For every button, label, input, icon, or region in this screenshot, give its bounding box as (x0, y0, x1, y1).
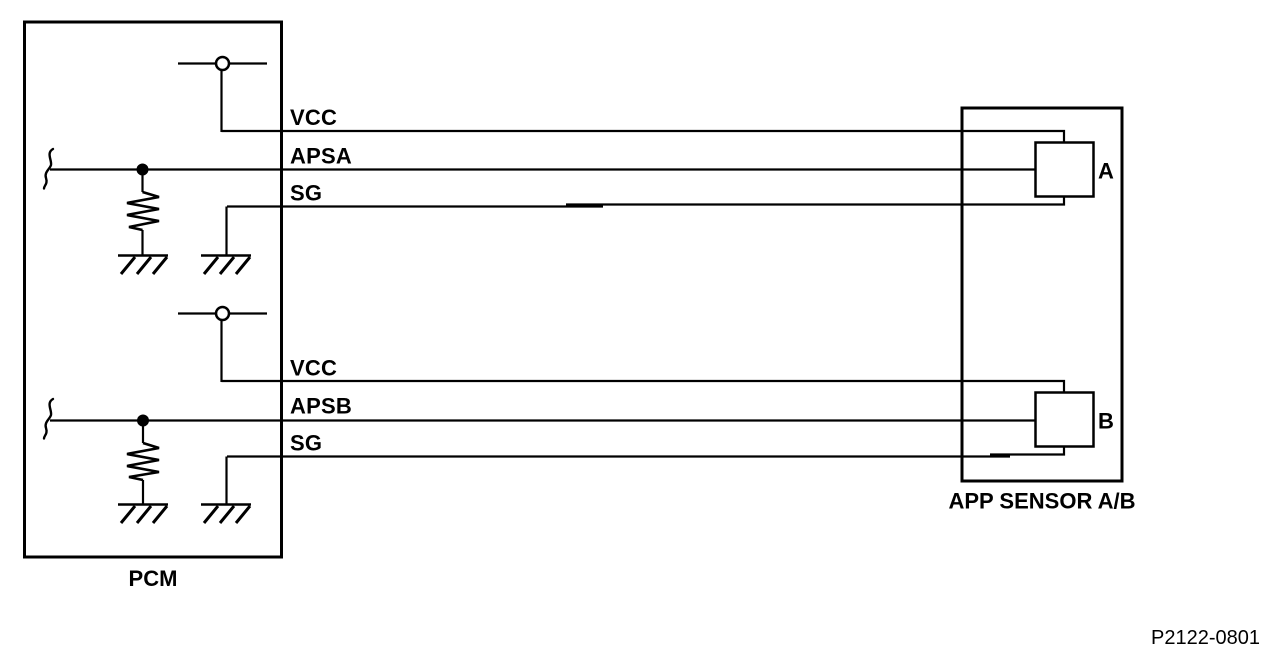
junction-dot-b (137, 414, 149, 427)
wire-vcc-a (221, 129, 1066, 143)
app-sensor-box (960, 106, 1124, 483)
connector-a-label: A (1098, 159, 1114, 184)
ground-a1-hatch (119, 256, 169, 275)
ground-b2-icon (201, 503, 252, 524)
circuit-section-a: VCC APSA SG A (42, 55, 1114, 275)
junction-dot-a (136, 163, 149, 176)
ground-b2-hatch (202, 505, 252, 524)
wire-label-vcc-a: VCC (290, 105, 337, 130)
wire-label-vcc-b: VCC (290, 356, 337, 381)
wire-vcc-b (221, 379, 1066, 393)
ground-b1-icon (118, 503, 169, 524)
circuit-section-b: VCC APSB SG B (42, 305, 1114, 524)
connector-b-box (1034, 391, 1095, 448)
wire-label-sg-a: SG (290, 181, 322, 206)
wire-sg-a-right (566, 196, 1066, 206)
connector-b-label: B (1098, 409, 1114, 434)
ground-a2-icon (201, 254, 252, 275)
connector-a-box (1034, 141, 1095, 198)
terminal-circle-b-icon (214, 305, 231, 322)
wire-label-sg-b: SG (290, 431, 322, 456)
wire-break-b-icon (42, 397, 55, 440)
ground-a1-icon (118, 254, 169, 275)
figure-number: P2122-0801 (1151, 627, 1260, 649)
ground-a2-hatch (202, 256, 252, 275)
app-sensor-label: APP SENSOR A/B (948, 489, 1135, 514)
wire-label-apsb: APSB (290, 394, 352, 419)
ground-b1-hatch (119, 505, 169, 524)
wire-sg-b-right (990, 446, 1066, 456)
resistor-a-icon (126, 190, 160, 232)
wire-break-a-icon (42, 147, 55, 190)
wire-label-apsa: APSA (290, 144, 352, 169)
pcm-label: PCM (129, 566, 178, 591)
pcm-box (23, 20, 283, 559)
resistor-b-icon (126, 441, 160, 482)
terminal-circle-a-icon (214, 55, 231, 72)
